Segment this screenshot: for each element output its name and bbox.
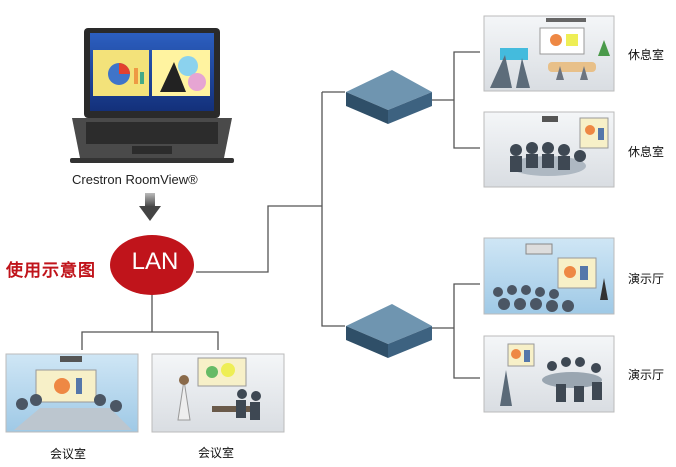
lan-ellipse (110, 235, 194, 295)
meeting-room-image (151, 353, 285, 433)
auditorium-room-image (483, 335, 615, 413)
network-switch-icon (346, 70, 432, 124)
lan-label: LAN (131, 248, 179, 275)
down-arrow-icon (139, 193, 161, 221)
room-label-meeting-1: 会议室 (50, 447, 87, 461)
meeting-room-image (5, 353, 139, 433)
room-label-auditorium-1: 演示厅 (628, 272, 665, 286)
room-label-auditorium-2: 演示厅 (628, 368, 665, 382)
lounge-room-image (483, 15, 615, 92)
lounge-room-image (483, 111, 615, 188)
room-label-meeting-2: 会议室 (198, 446, 235, 460)
usage-label: 使用示意图 (6, 261, 96, 281)
network-switch-icon (346, 304, 432, 358)
auditorium-room-image (483, 237, 615, 315)
device-caption: Crestron RoomView® (72, 172, 198, 187)
room-label-lounge-2: 休息室 (628, 145, 665, 159)
laptop-icon (70, 28, 234, 163)
room-label-lounge-1: 休息室 (628, 48, 665, 62)
connection-lines (81, 51, 480, 379)
